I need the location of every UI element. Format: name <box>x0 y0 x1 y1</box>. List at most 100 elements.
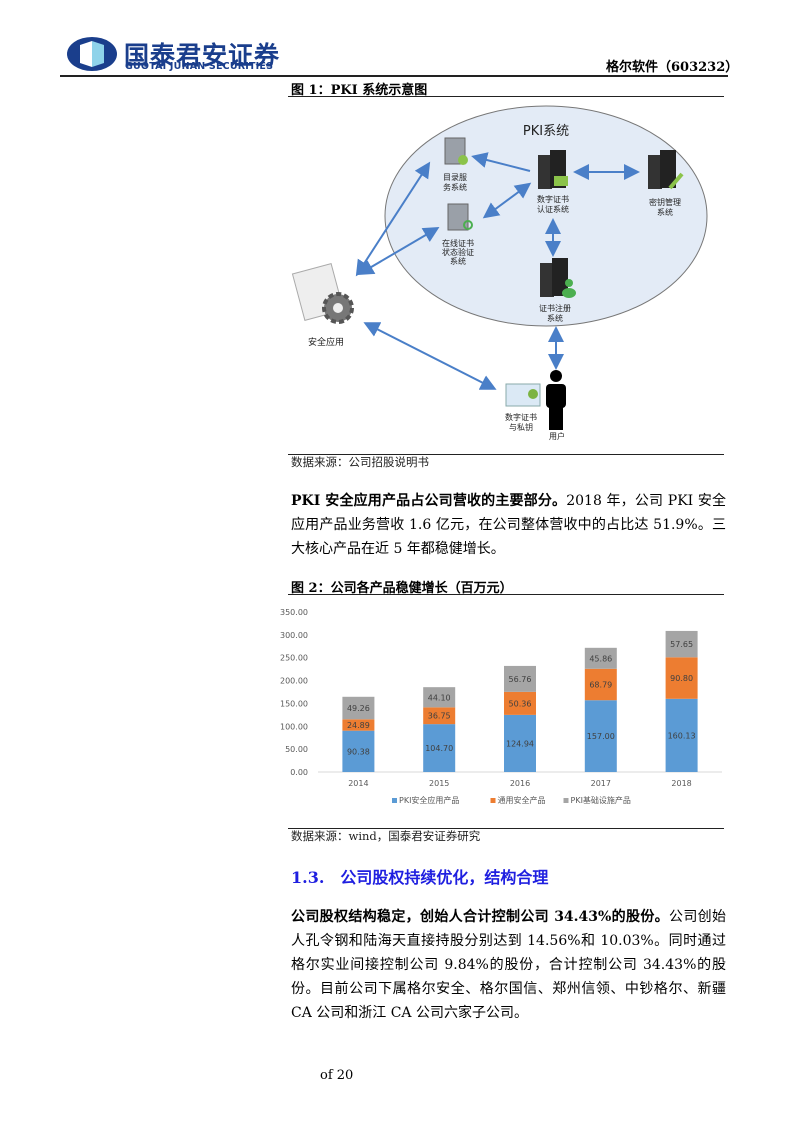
legend-label: PKI安全应用产品 <box>399 795 459 805</box>
paragraph-body: 2018 年，公司 PKI 安全应用产品业务营收 1.6 亿元，在公司整体营收中… <box>291 493 727 557</box>
legend-swatch <box>392 798 397 803</box>
data-label: 90.80 <box>670 674 693 683</box>
paragraph-lead: PKI 安全应用产品占公司营收的主要部分。 <box>291 493 567 509</box>
kms-server-icon <box>648 150 684 190</box>
guotai-junan-logo-icon <box>67 37 117 71</box>
x-tick-label: 2014 <box>348 779 368 788</box>
ra-label-1: 证书注册 <box>539 303 571 313</box>
ocsp-label-3: 系统 <box>450 256 466 266</box>
data-label: 56.76 <box>509 675 532 684</box>
kms-label-1: 密钥管理 <box>649 197 681 207</box>
data-label: 104.70 <box>425 744 453 753</box>
data-label: 160.13 <box>668 731 696 740</box>
section-number: 1.3. <box>291 868 325 887</box>
legend-swatch <box>563 798 569 803</box>
bar-segment <box>423 687 456 708</box>
bar-segment <box>665 657 698 699</box>
figure1-source: 数据来源：公司招股说明书 <box>291 455 429 469</box>
data-label: 90.38 <box>347 747 370 756</box>
paragraph-lead: 公司股权结构稳定，创始人合计控制公司 34.43%的股份。 <box>291 909 670 925</box>
section-heading: 1.3. 公司股权持续优化，结构合理 <box>291 864 548 888</box>
data-label: 45.86 <box>589 654 612 663</box>
bar-segment <box>584 700 617 772</box>
bar-segment <box>504 714 536 772</box>
paragraph-body: 公司创始人孔令钢和陆海天直接持股分别达到 14.56%和 10.03%。同时通过… <box>291 909 727 1021</box>
bar-segment <box>423 724 456 772</box>
logo-text-cn: 国泰君安证券 <box>124 41 281 70</box>
cert-label-1: 数字证书 <box>505 412 537 422</box>
y-tick-label: 100.00 <box>280 722 308 731</box>
y-tick-label: 300.00 <box>280 631 308 640</box>
app-label: 安全应用 <box>308 336 344 348</box>
data-label: 68.79 <box>589 681 612 690</box>
data-label: 36.75 <box>428 712 451 721</box>
figure1-bottom-rule <box>288 454 724 455</box>
pki-system-label: PKI系统 <box>523 124 569 139</box>
directory-label-2: 务系统 <box>443 182 467 192</box>
ca-label-2: 认证系统 <box>537 204 569 214</box>
bar-segment <box>584 647 617 669</box>
data-label: 44.10 <box>428 693 451 702</box>
section-title: 公司股权持续优化，结构合理 <box>340 868 549 887</box>
ra-label-2: 系统 <box>547 313 563 323</box>
figure2-rule <box>288 594 724 595</box>
data-label: 50.36 <box>509 699 532 708</box>
bar-segment <box>423 707 456 725</box>
ca-label-1: 数字证书 <box>537 194 569 204</box>
directory-server-icon <box>444 137 468 165</box>
bar-segment <box>504 691 536 715</box>
y-tick-label: 50.00 <box>285 745 308 754</box>
logo-text-en: GUOTAI JUNAN SECURITIES <box>125 61 274 72</box>
security-app-gear-icon <box>291 263 354 324</box>
y-tick-label: 200.00 <box>280 677 308 686</box>
kms-label-2: 系统 <box>657 207 673 217</box>
data-label: 57.65 <box>670 640 693 649</box>
paragraph-shareholding: 公司股权结构稳定，创始人合计控制公司 34.43%的股份。公司创始人孔令钢和陆海… <box>291 905 726 1025</box>
data-label: 24.89 <box>347 721 370 730</box>
company-name: 格尔软件（603232） <box>606 60 739 75</box>
y-tick-label: 0.00 <box>290 768 308 777</box>
figure2-bottom-rule <box>288 828 724 829</box>
figure1-rule <box>288 96 724 97</box>
bar-segment <box>504 665 536 692</box>
bar-segment <box>584 668 617 701</box>
cert-label-2: 与私钥 <box>509 422 533 432</box>
ra-server-icon <box>540 258 576 298</box>
bar-segment <box>342 719 375 731</box>
figure2-source: 数据来源：wind，国泰君安证券研究 <box>291 829 481 843</box>
ocsp-label-1: 在线证书 <box>442 238 474 248</box>
legend-swatch <box>490 798 496 803</box>
bar-segment <box>665 698 698 772</box>
diagram-arrows <box>355 152 640 390</box>
data-label: 49.26 <box>347 704 370 713</box>
bar-segment <box>342 696 375 720</box>
directory-label-1: 目录服 <box>443 173 467 182</box>
header-rule <box>60 75 728 77</box>
x-tick-label: 2015 <box>429 779 449 788</box>
legend-label: 通用安全产品 <box>498 795 546 805</box>
y-tick-label: 350.00 <box>280 608 308 617</box>
ocsp-server-icon <box>447 203 473 231</box>
user-person-icon <box>546 370 566 430</box>
product-revenue-chart: 0.00 50.00 100.00 150.00 200.00 250.00 300.00 3… <box>280 608 722 805</box>
figure1-title: 图 1：PKI 系统示意图 <box>291 83 428 98</box>
user-label: 用户 <box>549 431 565 441</box>
x-tick-label: 2018 <box>671 779 691 788</box>
paragraph-pki-revenue: PKI 安全应用产品占公司营收的主要部分。2018 年，公司 PKI 安全应用产… <box>291 489 726 561</box>
x-tick-label: 2016 <box>510 779 530 788</box>
data-label: 124.94 <box>506 739 534 748</box>
certificate-icon <box>505 383 541 407</box>
data-label: 157.00 <box>587 732 615 741</box>
x-tick-label: 2017 <box>591 779 611 788</box>
pki-diagram: PKI系统 目录服 务系统 数字证书 认证系统 密钥管理 系统 在线证书 状态验… <box>291 105 708 441</box>
legend-label: PKI基础设施产品 <box>571 795 631 805</box>
bar-segment <box>665 630 698 658</box>
y-tick-label: 150.00 <box>280 699 308 708</box>
ocsp-label-2: 状态验证 <box>442 247 474 257</box>
ca-server-icon <box>538 150 568 189</box>
bar-segment <box>342 730 375 772</box>
y-tick-label: 250.00 <box>280 654 308 663</box>
page-number: of 20 <box>320 1068 354 1083</box>
figure2-title: 图 2：公司各产品稳健增长（百万元） <box>291 581 513 596</box>
